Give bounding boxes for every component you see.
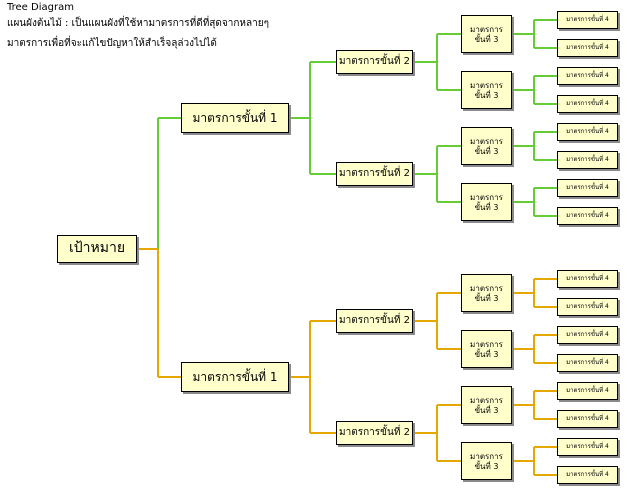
measure-level-4-node: มาตรการขั้นที่ 4 [557, 207, 618, 225]
measure-level-4-node: มาตรการขั้นที่ 4 [557, 438, 618, 456]
measure-level-3-node: มาตรการขั้นที่ 3 [461, 386, 512, 424]
measure-level-1-node: มาตรการขั้นที่ 1 [181, 103, 289, 133]
measure-level-4-node: มาตรการขั้นที่ 4 [557, 298, 618, 316]
measure-level-3-node: มาตรการขั้นที่ 3 [461, 442, 512, 480]
measure-level-4-node: มาตรการขั้นที่ 4 [557, 95, 618, 113]
measure-level-2-node: มาตรการขั้นที่ 2 [336, 421, 413, 445]
measure-level-3-node: มาตรการขั้นที่ 3 [461, 71, 512, 109]
measure-level-4-node: มาตรการขั้นที่ 4 [557, 326, 618, 344]
measure-level-4-node: มาตรการขั้นที่ 4 [557, 11, 618, 29]
measure-level-2-node: มาตรการขั้นที่ 2 [336, 50, 413, 74]
measure-level-4-node: มาตรการขั้นที่ 4 [557, 39, 618, 57]
measure-level-1-node: มาตรการขั้นที่ 1 [181, 362, 289, 392]
measure-level-4-node: มาตรการขั้นที่ 4 [557, 67, 618, 85]
diagram-title: Tree Diagram [7, 2, 74, 13]
measure-level-3-node: มาตรการขั้นที่ 3 [461, 274, 512, 312]
goal-node: เป้าหมาย [57, 235, 137, 263]
measure-level-4-node: มาตรการขั้นที่ 4 [557, 410, 618, 428]
measure-level-4-node: มาตรการขั้นที่ 4 [557, 179, 618, 197]
measure-level-3-node: มาตรการขั้นที่ 3 [461, 127, 512, 165]
measure-level-4-node: มาตรการขั้นที่ 4 [557, 466, 618, 484]
measure-level-3-node: มาตรการขั้นที่ 3 [461, 183, 512, 221]
diagram-description-line-2: มาตรการเพื่อที่จะแก้ไขปัญหาให้สำเร็จลุล่… [7, 38, 217, 49]
measure-level-3-node: มาตรการขั้นที่ 3 [461, 330, 512, 368]
measure-level-2-node: มาตรการขั้นที่ 2 [336, 162, 413, 186]
measure-level-4-node: มาตรการขั้นที่ 4 [557, 382, 618, 400]
measure-level-2-node: มาตรการขั้นที่ 2 [336, 309, 413, 333]
measure-level-4-node: มาตรการขั้นที่ 4 [557, 270, 618, 288]
measure-level-4-node: มาตรการขั้นที่ 4 [557, 123, 618, 141]
diagram-description-line-1: แผนผังต้นไม้ : เป็นแผนผังที่ใช้หามาตรการ… [7, 18, 269, 29]
measure-level-3-node: มาตรการขั้นที่ 3 [461, 15, 512, 53]
measure-level-4-node: มาตรการขั้นที่ 4 [557, 354, 618, 372]
measure-level-4-node: มาตรการขั้นที่ 4 [557, 151, 618, 169]
